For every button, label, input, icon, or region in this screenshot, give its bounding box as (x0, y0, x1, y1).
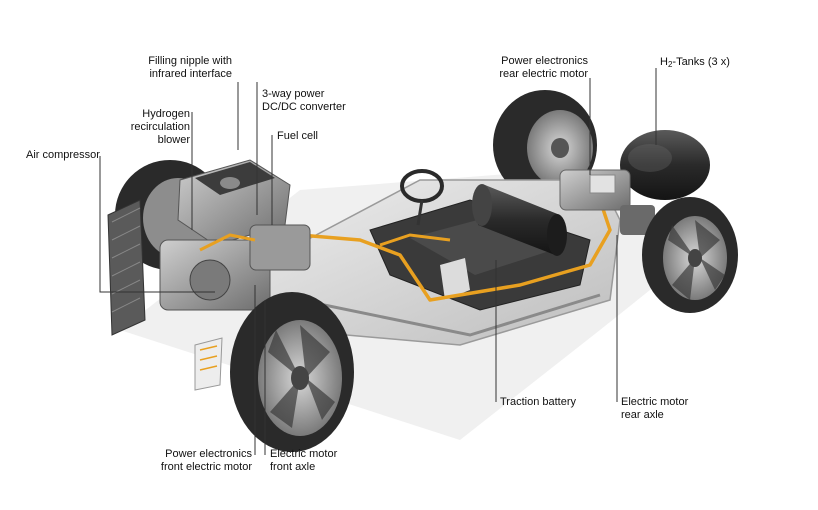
leader-lines (99, 68, 657, 455)
label-filling-nipple-line1: Filling nipple with (148, 55, 232, 67)
label-dc-converter: 3-way power DC/DC converter (262, 88, 346, 114)
label-dc-converter-line2: DC/DC converter (262, 101, 346, 113)
label-electric-motor-rear-line2: rear axle (621, 409, 664, 421)
label-power-electronics-front: Power electronics front electric motor (140, 448, 252, 474)
steering-wheel (400, 169, 444, 226)
h2-tank-rear (620, 130, 710, 200)
label-electric-motor-front-line2: front axle (270, 461, 316, 473)
label-dc-converter-line1: 3-way power (262, 88, 325, 100)
label-h2-tanks-subscript: 2 (667, 60, 673, 69)
label-fuel-cell: Fuel cell (277, 130, 318, 143)
fuel-cell-stack (177, 159, 291, 246)
label-filling-nipple: Filling nipple with infrared interface (130, 55, 232, 81)
label-h2-tanks-prefix: H (660, 56, 668, 68)
label-power-electronics-rear: Power electronics rear electric motor (470, 55, 588, 81)
label-power-electronics-front-line1: Power electronics (165, 448, 252, 460)
label-h2-tanks-suffix: -Tanks (3 x) (672, 56, 730, 68)
label-traction-battery-line1: Traction battery (500, 396, 577, 408)
front-right-wheel (230, 292, 354, 452)
label-electric-motor-front-line1: Electric motor (270, 448, 338, 460)
hv-cable (229, 173, 641, 302)
h2-tank-center (472, 184, 567, 256)
label-electric-motor-front: Electric motor front axle (270, 448, 337, 474)
label-power-electronics-front-line2: front electric motor (160, 461, 252, 473)
label-air-compressor: Air compressor (26, 149, 100, 162)
label-hydrogen-blower-line3: blower (157, 134, 190, 146)
radiator (107, 199, 146, 336)
rear-axle-assembly (559, 169, 655, 235)
label-air-compressor-line1: Air compressor (26, 149, 100, 161)
label-filling-nipple-line2: infrared interface (149, 68, 232, 80)
label-power-electronics-rear-line2: rear electric motor (499, 68, 588, 80)
label-hydrogen-blower-line1: Hydrogen (142, 108, 190, 120)
rear-right-wheel (642, 197, 738, 313)
label-hydrogen-blower: Hydrogen recirculation blower (110, 108, 190, 147)
leader-air-compressor (99, 156, 215, 293)
label-electric-motor-rear: Electric motor rear axle (621, 396, 688, 422)
label-h2-tanks: H2-Tanks (3 x) (660, 56, 730, 69)
label-traction-battery: Traction battery (500, 396, 576, 409)
label-fuel-cell-line1: Fuel cell (277, 130, 318, 142)
front-battery-pack (194, 337, 223, 391)
rear-left-wheel (493, 90, 597, 200)
label-electric-motor-rear-line1: Electric motor (621, 396, 689, 408)
label-hydrogen-blower-line2: recirculation (130, 121, 190, 133)
label-power-electronics-rear-line1: Power electronics (501, 55, 588, 67)
